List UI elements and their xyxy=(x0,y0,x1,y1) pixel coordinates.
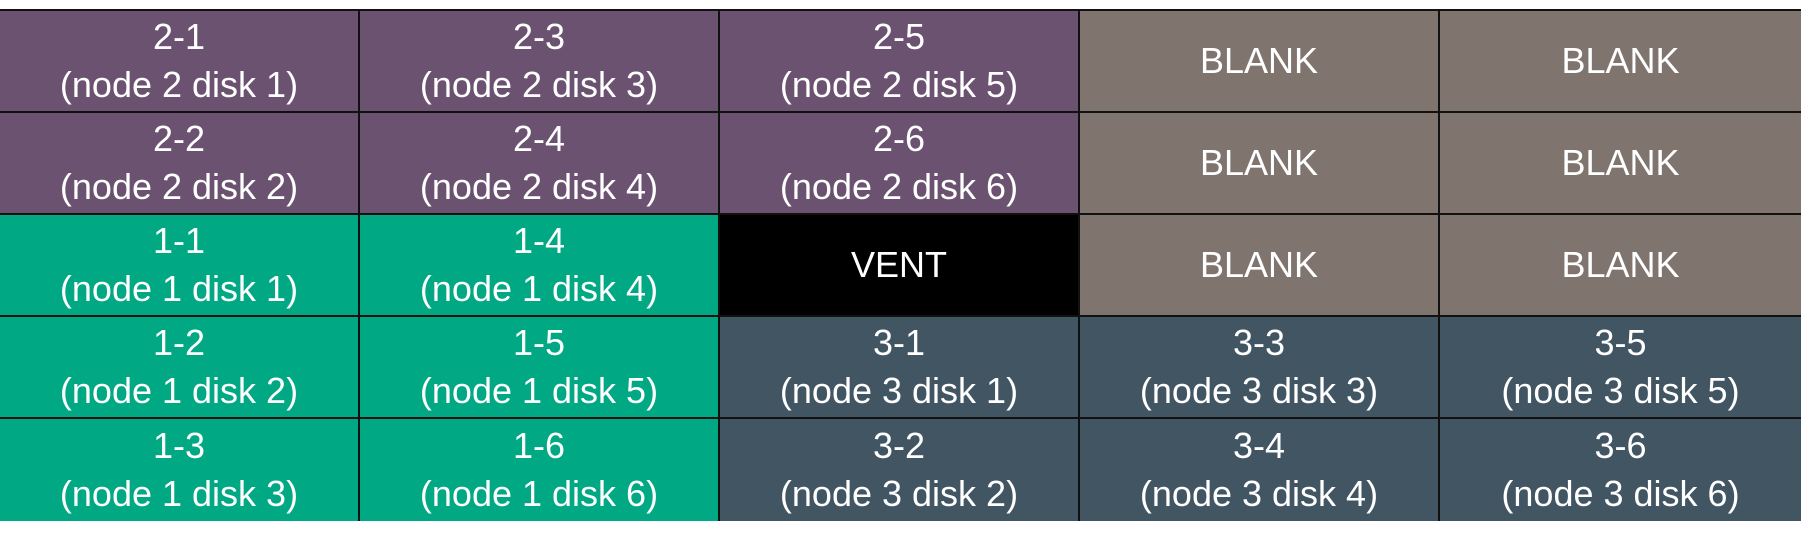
bay-id: 2-4 xyxy=(512,118,566,159)
bay-id: 3-2 xyxy=(872,425,926,466)
bay-desc: (node 1 disk 5) xyxy=(419,370,659,411)
bay-cell-r5-c3: 3-2 (node 3 disk 2) xyxy=(720,419,1080,521)
bay-id: 2-1 xyxy=(152,16,206,57)
bay-desc: (node 3 disk 2) xyxy=(779,473,1019,514)
bay-desc: (node 2 disk 5) xyxy=(779,64,1019,105)
bay-id: 2-2 xyxy=(152,118,206,159)
bay-id: 3-6 xyxy=(1594,425,1647,466)
bay-id: BLANK xyxy=(1199,244,1319,285)
bay-id: 2-3 xyxy=(512,16,566,57)
bay-desc: (node 3 disk 1) xyxy=(779,370,1019,411)
bay-cell-r1-c5: BLANK xyxy=(1440,11,1801,113)
bay-id: 3-5 xyxy=(1594,322,1647,363)
bay-cell-r2-c3: 2-6 (node 2 disk 6) xyxy=(720,113,1080,215)
bay-id: 3-1 xyxy=(872,322,926,363)
bay-cell-r4-c3: 3-1 (node 3 disk 1) xyxy=(720,317,1080,419)
drive-bay-grid: 2-1 (node 2 disk 1) 2-3 (node 2 disk 3) … xyxy=(0,9,1801,521)
bay-id: BLANK xyxy=(1199,142,1319,183)
bay-desc: (node 1 disk 4) xyxy=(419,268,659,309)
bay-id: 3-3 xyxy=(1232,322,1286,363)
bay-desc: (node 2 disk 3) xyxy=(419,64,659,105)
bay-cell-r2-c2: 2-4 (node 2 disk 4) xyxy=(360,113,720,215)
bay-id: 1-1 xyxy=(152,220,206,261)
bay-id: 1-3 xyxy=(152,425,206,466)
bay-cell-r4-c2: 1-5 (node 1 disk 5) xyxy=(360,317,720,419)
bay-id: 1-4 xyxy=(512,220,566,261)
bay-cell-r4-c5: 3-5 (node 3 disk 5) xyxy=(1440,317,1801,419)
bay-cell-r1-c4: BLANK xyxy=(1080,11,1440,113)
bay-cell-r1-c3: 2-5 (node 2 disk 5) xyxy=(720,11,1080,113)
bay-cell-r5-c5: 3-6 (node 3 disk 6) xyxy=(1440,419,1801,521)
bay-cell-r4-c1: 1-2 (node 1 disk 2) xyxy=(0,317,360,419)
bay-desc: (node 1 disk 3) xyxy=(59,473,299,514)
bay-id: BLANK xyxy=(1199,40,1319,81)
bay-id: 2-5 xyxy=(872,16,926,57)
bay-desc: (node 3 disk 5) xyxy=(1501,370,1740,411)
bay-desc: (node 1 disk 2) xyxy=(59,370,299,411)
bay-id: BLANK xyxy=(1561,244,1680,285)
bay-cell-r4-c4: 3-3 (node 3 disk 3) xyxy=(1080,317,1440,419)
bay-desc: (node 3 disk 6) xyxy=(1501,473,1740,514)
bay-id: VENT xyxy=(850,244,947,285)
bay-desc: (node 3 disk 4) xyxy=(1139,473,1379,514)
bay-cell-r2-c5: BLANK xyxy=(1440,113,1801,215)
bay-cell-r3-c2: 1-4 (node 1 disk 4) xyxy=(360,215,720,317)
bay-id: 1-5 xyxy=(512,322,566,363)
bay-cell-r3-c1: 1-1 (node 1 disk 1) xyxy=(0,215,360,317)
bay-id: 3-4 xyxy=(1232,425,1286,466)
vent-cell: VENT xyxy=(720,215,1080,317)
bay-cell-r3-c5: BLANK xyxy=(1440,215,1801,317)
bay-cell-r1-c2: 2-3 (node 2 disk 3) xyxy=(360,11,720,113)
bay-desc: (node 2 disk 2) xyxy=(59,166,299,207)
bay-cell-r3-c4: BLANK xyxy=(1080,215,1440,317)
bay-cell-r2-c4: BLANK xyxy=(1080,113,1440,215)
bay-desc: (node 2 disk 6) xyxy=(779,166,1019,207)
bay-cell-r5-c1: 1-3 (node 1 disk 3) xyxy=(0,419,360,521)
bay-desc: (node 2 disk 1) xyxy=(59,64,299,105)
bay-cell-r5-c4: 3-4 (node 3 disk 4) xyxy=(1080,419,1440,521)
bay-cell-r1-c1: 2-1 (node 2 disk 1) xyxy=(0,11,360,113)
bay-id: 2-6 xyxy=(872,118,926,159)
bay-id: 1-6 xyxy=(512,425,566,466)
bay-desc: (node 1 disk 6) xyxy=(419,473,659,514)
bay-id: 1-2 xyxy=(152,322,206,363)
bay-cell-r5-c2: 1-6 (node 1 disk 6) xyxy=(360,419,720,521)
bay-cell-r2-c1: 2-2 (node 2 disk 2) xyxy=(0,113,360,215)
bay-desc: (node 3 disk 3) xyxy=(1139,370,1379,411)
bay-desc: (node 2 disk 4) xyxy=(419,166,659,207)
bay-desc: (node 1 disk 1) xyxy=(59,268,299,309)
bay-id: BLANK xyxy=(1561,40,1680,81)
bay-id: BLANK xyxy=(1561,142,1680,183)
